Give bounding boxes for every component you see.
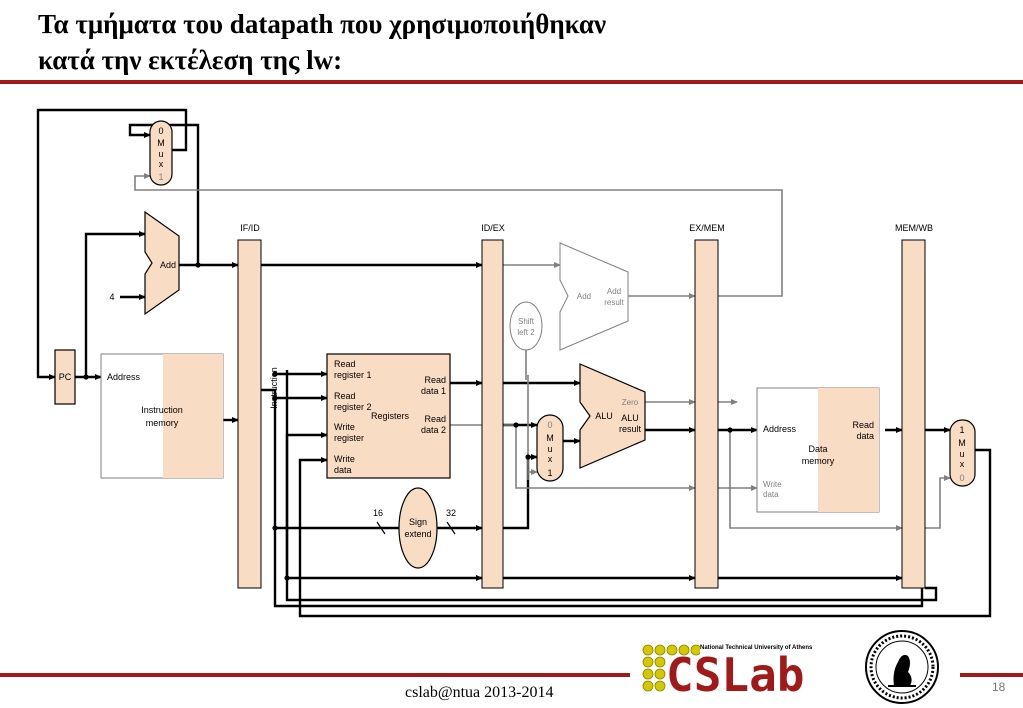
- shift-label-1: Shift: [518, 317, 535, 326]
- read-data-1-label: Read: [424, 375, 446, 385]
- data-memory: Address Read data Data memory Write data: [756, 387, 880, 513]
- page-number: 18: [992, 680, 1006, 694]
- mux-pc-label-x: x: [159, 159, 164, 169]
- datapath-diagram: 0 M u x 1 Add 4 PC Address Instruction m…: [36, 108, 992, 618]
- mux-pc-label-m: M: [157, 138, 165, 148]
- cslab-logo-dots: [642, 644, 700, 692]
- constant-four: 4: [109, 292, 114, 302]
- logo-university-name: National Technical University of Athens: [700, 645, 813, 651]
- pipeline-register-label: EX/MEM: [689, 223, 725, 233]
- dmem-read-data-label: Read: [852, 420, 874, 430]
- pipeline-register-ex-mem: EX/MEM: [689, 223, 725, 589]
- read-data-2-label: Read: [424, 414, 446, 424]
- wire-junctions: [83, 262, 733, 581]
- imem-label-1: Instruction: [141, 405, 183, 415]
- read-register-2-label: Read: [334, 391, 356, 401]
- sign-extend-label-1: Sign: [409, 517, 427, 527]
- footer-rule: [0, 673, 630, 677]
- pipeline-register-label: IF/ID: [240, 223, 260, 233]
- branch-adder-label: Add: [577, 292, 591, 301]
- pc-adder: Add: [144, 210, 180, 316]
- shift-label-2: left 2: [517, 328, 535, 337]
- dmem-write-data-label: data: [763, 490, 779, 499]
- footer-rule-right: [960, 673, 1023, 677]
- mux-pc-label-u: u: [158, 149, 163, 159]
- pc-adder-label: Add: [160, 260, 176, 270]
- instruction-memory: Address Instruction memory: [100, 353, 224, 479]
- alu-label: ALU: [595, 411, 613, 421]
- mux-wb-label-x: x: [960, 459, 965, 469]
- mux-alu-label-x: x: [548, 454, 553, 464]
- branch-adder-result-label: result: [604, 298, 624, 307]
- write-data-label: data: [334, 465, 352, 475]
- read-register-2-label: register 2: [334, 402, 372, 412]
- pipeline-register-label: MEM/WB: [895, 223, 933, 233]
- write-register-label: register: [334, 433, 364, 443]
- instruction-label: Instruction: [269, 367, 279, 409]
- page-title: Τα τμήματα του datapath που χρησιμοποιήθ…: [38, 6, 838, 78]
- pipeline-register-label: ID/EX: [481, 223, 505, 233]
- mux-wb-label-u: u: [959, 449, 964, 459]
- read-data-2-label: data 2: [421, 425, 446, 435]
- mux-alu-label-m: M: [546, 433, 554, 443]
- register-file: Read register 1 Read register 2 Write re…: [326, 353, 451, 479]
- mux-alu-label-u: u: [547, 444, 552, 454]
- mux-write-back: 1 M u x 0: [949, 419, 976, 487]
- write-register-label: Write: [334, 422, 355, 432]
- imem-label-2: memory: [146, 418, 179, 428]
- sign-extend-label-2: extend: [404, 529, 431, 539]
- pc-label: PC: [59, 372, 72, 382]
- dmem-read-data-label: data: [856, 431, 874, 441]
- branch-adder: Add Add result: [559, 242, 629, 351]
- registers-label: Registers: [371, 411, 410, 421]
- logo-wordmark: CSLab: [666, 648, 805, 702]
- mux-wb-input-1: 1: [959, 425, 964, 435]
- write-data-label: Write: [334, 454, 355, 464]
- mux-alu-input-1: 1: [547, 468, 552, 478]
- alu-result-label: ALU: [621, 413, 639, 423]
- shift-left-2: Shift left 2: [509, 301, 543, 351]
- dmem-write-data-label: Write: [763, 480, 782, 489]
- title-rule: [0, 80, 1023, 84]
- pipeline-register-id-ex: ID/EX: [481, 223, 505, 589]
- title-line-1: Τα τμήματα του datapath που χρησιμοποιήθ…: [38, 9, 607, 39]
- pipeline-register-if-id: IF/ID: [237, 223, 262, 589]
- dmem-label-1: Data: [808, 444, 827, 454]
- mux-pc-input-1: 1: [158, 172, 163, 182]
- mux-pc-input-0: 0: [158, 126, 163, 136]
- read-data-1-label: data 1: [421, 386, 446, 396]
- university-seal-icon: [865, 630, 939, 704]
- title-line-2: κατά την εκτέλεση της lw:: [38, 45, 343, 75]
- imem-address-label: Address: [107, 372, 141, 382]
- alu-result-label: result: [619, 424, 642, 434]
- mux-wb-input-0: 0: [959, 473, 964, 483]
- mux-wb-label-m: M: [958, 438, 966, 448]
- alu-zero-label: Zero: [622, 398, 639, 407]
- pipeline-register-mem-wb: MEM/WB: [895, 223, 933, 589]
- alu: ALU Zero ALU result: [579, 363, 646, 469]
- mux-pc-select: 0 M u x 1: [149, 120, 173, 186]
- dmem-label-2: memory: [802, 456, 835, 466]
- pc-register: PC: [54, 349, 76, 405]
- read-register-1-label: register 1: [334, 370, 372, 380]
- sign-extend: Sign extend 16 32: [373, 487, 456, 569]
- read-register-1-label: Read: [334, 359, 356, 369]
- sign-extend-input-width: 16: [373, 508, 383, 518]
- mux-alu-input-0: 0: [547, 420, 552, 430]
- footer-text: cslab@ntua 2013-2014: [405, 684, 554, 701]
- dmem-address-label: Address: [763, 424, 797, 434]
- mux-alu-source: 0 M u x 1: [536, 414, 564, 482]
- sign-extend-output-width: 32: [446, 508, 456, 518]
- branch-adder-result-label: Add: [607, 287, 621, 296]
